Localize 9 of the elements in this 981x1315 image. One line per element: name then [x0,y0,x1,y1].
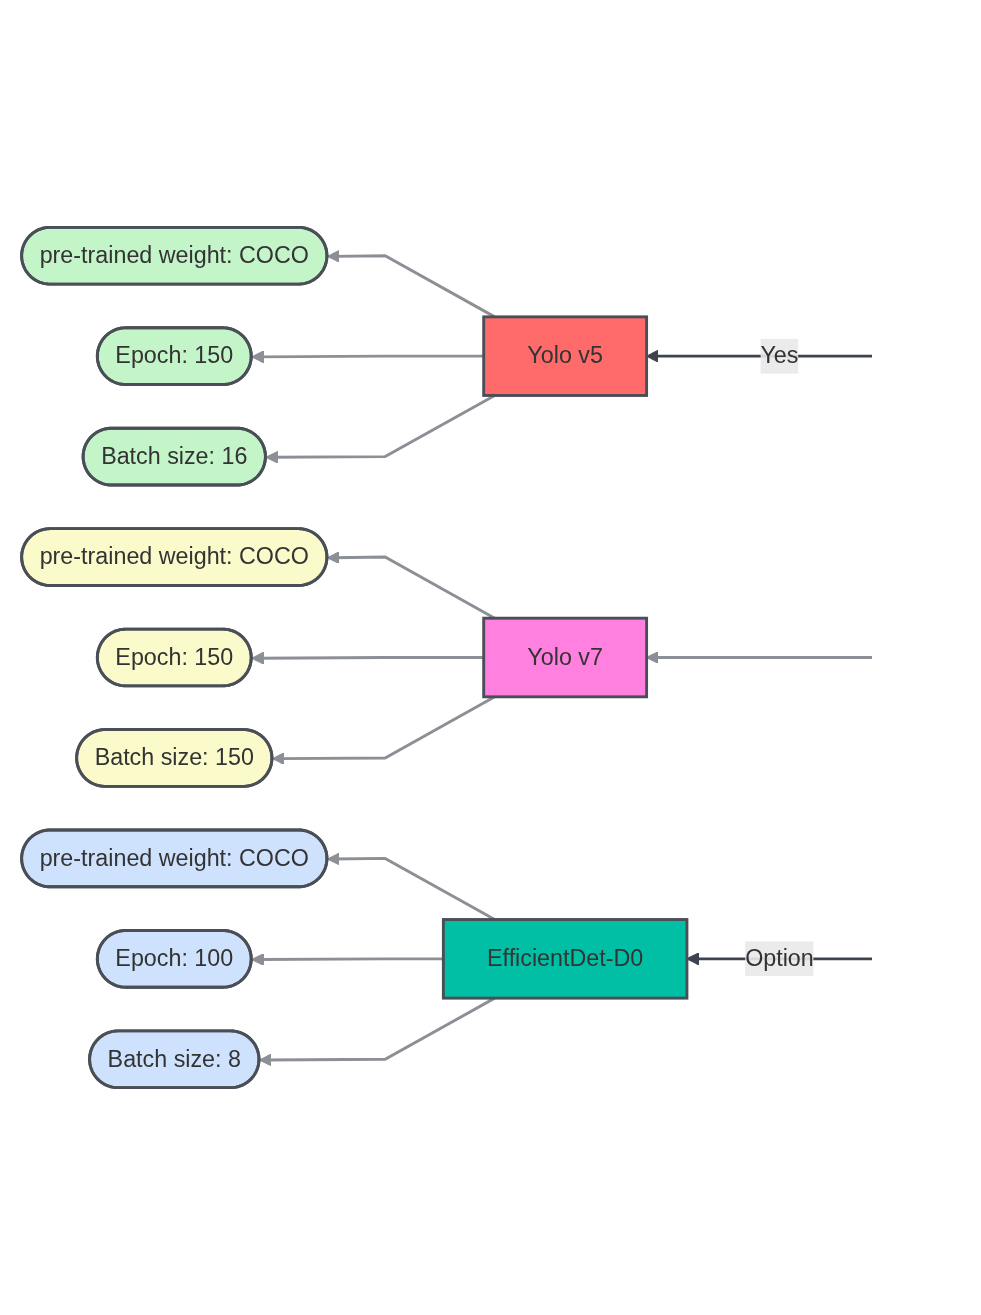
node-box: EfficientDet-D0 [441,918,689,1000]
edge-label: Yes [760,343,799,368]
arrow [251,350,484,364]
arrow [646,651,872,664]
arrow [251,651,484,665]
node-box: Yolo v7 [482,616,649,699]
arrow [251,953,444,966]
node-box: Yolo v5 [482,315,649,397]
edge-label: Option [745,945,814,971]
